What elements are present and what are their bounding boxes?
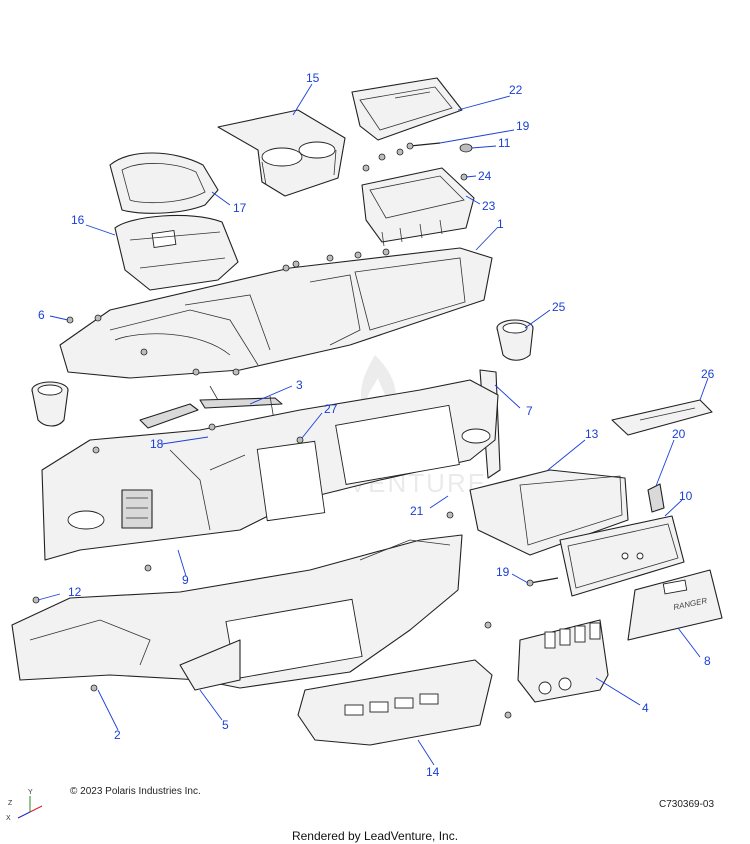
callout-26[interactable]: 26 xyxy=(701,367,715,381)
callout-19-lower[interactable]: 19 xyxy=(496,565,510,579)
part-25-cupholder-right xyxy=(496,319,534,361)
part-10-inner-door xyxy=(559,515,685,597)
callout-6[interactable]: 6 xyxy=(38,308,45,322)
part-22-storage-lid xyxy=(351,77,463,141)
callout-12[interactable]: 12 xyxy=(68,585,82,599)
part-17-gauge-bezel xyxy=(109,152,219,214)
callout-22[interactable]: 22 xyxy=(509,83,523,97)
callout-24[interactable]: 24 xyxy=(478,169,492,183)
lower-fasteners xyxy=(32,423,512,719)
callout-11[interactable]: 11 xyxy=(498,136,511,150)
callout-23[interactable]: 23 xyxy=(482,199,496,213)
callout-2[interactable]: 2 xyxy=(114,728,121,742)
dash-fasteners xyxy=(66,248,390,376)
axis-z-label: Z xyxy=(8,800,13,807)
callout-27[interactable]: 27 xyxy=(324,402,338,416)
callout-5[interactable]: 5 xyxy=(222,718,229,732)
leader-lines xyxy=(37,83,709,766)
callout-25[interactable]: 25 xyxy=(552,300,566,314)
part-4-switch-panel xyxy=(517,619,609,703)
part-1-upper-dash xyxy=(59,247,493,379)
part-14-lower-tray xyxy=(297,659,493,746)
callout-16[interactable]: 16 xyxy=(71,213,85,227)
lower-dash-panel xyxy=(11,534,463,689)
part-19-bolt-lower xyxy=(526,577,559,587)
part-20-latch xyxy=(647,483,665,513)
callout-7[interactable]: 7 xyxy=(526,404,533,418)
part-19-bolt-upper xyxy=(406,142,441,150)
part-3-brackets xyxy=(139,385,283,429)
copyright-notice: © 2023 Polaris Industries Inc. xyxy=(70,786,201,797)
callout-13[interactable]: 13 xyxy=(585,427,599,441)
callout-8[interactable]: 8 xyxy=(704,654,711,668)
part-23-storage-bin xyxy=(361,167,475,247)
part-15-cupholder-tray xyxy=(217,109,346,197)
part-16-gauge-housing xyxy=(114,214,239,291)
callout-1[interactable]: 1 xyxy=(497,217,504,231)
watermark-flame-logo xyxy=(360,355,396,420)
callout-4[interactable]: 4 xyxy=(642,701,649,715)
part-8-glovebox-door: RANGER xyxy=(627,569,723,641)
diagram-id: C730369-03 xyxy=(659,799,715,810)
axis-indicator: Z Y X xyxy=(6,789,43,822)
callout-14[interactable]: 14 xyxy=(426,765,440,779)
main-dash-frame xyxy=(41,379,499,561)
callout-20[interactable]: 20 xyxy=(672,427,686,441)
callout-18[interactable]: 18 xyxy=(150,437,164,451)
upper-clips xyxy=(362,148,404,172)
callout-10[interactable]: 10 xyxy=(679,489,693,503)
callout-15[interactable]: 15 xyxy=(306,71,320,85)
axis-x-label: X xyxy=(6,815,11,822)
part-11-grommet xyxy=(459,143,473,153)
rendered-by-credit: Rendered by LeadVenture, Inc. xyxy=(291,829,459,843)
callout-21[interactable]: 21 xyxy=(410,504,424,518)
callout-19-upper[interactable]: 19 xyxy=(516,119,530,133)
part-26-trim xyxy=(611,399,713,436)
callout-9[interactable]: 9 xyxy=(182,573,189,587)
part-5-center-panel xyxy=(179,639,241,691)
callout-3[interactable]: 3 xyxy=(296,378,303,392)
callout-17[interactable]: 17 xyxy=(233,201,247,215)
cupholder-left xyxy=(31,381,69,427)
axis-y-label: Y xyxy=(28,789,33,796)
